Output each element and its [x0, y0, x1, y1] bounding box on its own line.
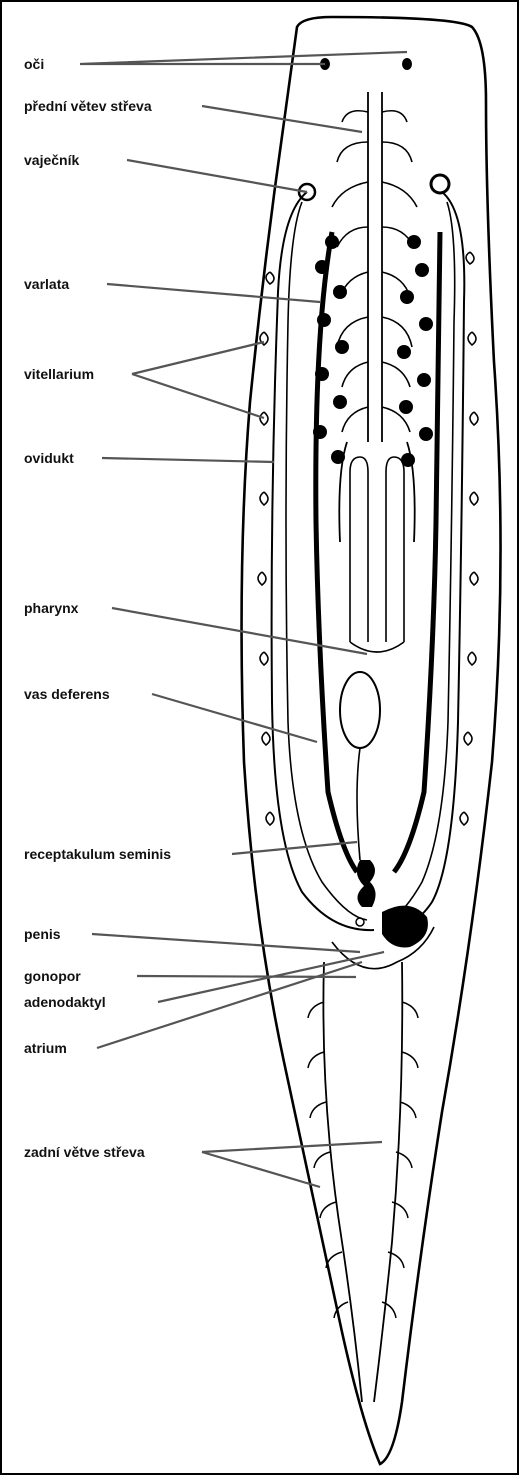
testes	[313, 235, 433, 467]
posterior-gut-right	[374, 962, 402, 1402]
label-zadni-vetve-streva: zadní větve střeva	[24, 1144, 145, 1160]
leader-gonopor	[137, 976, 356, 977]
receptakulum-seminis	[340, 672, 380, 748]
label-adenodaktyl: adenodaktyl	[24, 994, 106, 1010]
label-vitellarium: vitellarium	[24, 366, 94, 382]
leader-oci	[80, 52, 407, 64]
inner-duct-left	[286, 202, 367, 920]
penis	[357, 860, 376, 907]
leader-vas-deferens	[152, 694, 317, 742]
label-penis: penis	[24, 926, 61, 942]
leader-pharynx	[112, 608, 367, 654]
label-varlata: varlata	[24, 276, 69, 292]
label-vajecnik: vaječník	[24, 152, 79, 168]
label-receptakulum-seminis: receptakulum seminis	[24, 846, 171, 862]
leader-zadni-vetve	[202, 1142, 382, 1187]
vas-deferens-left	[316, 232, 357, 872]
leader-vajecnik	[127, 160, 307, 192]
eye-right	[402, 58, 412, 70]
anterior-gut-trunk	[368, 92, 382, 442]
label-gonopor: gonopor	[24, 968, 81, 984]
label-pharynx: pharynx	[24, 600, 78, 616]
label-ovidukt: ovidukt	[24, 450, 74, 466]
pharynx	[350, 457, 404, 652]
leader-atrium	[97, 962, 362, 1048]
leader-ovidukt	[102, 458, 274, 462]
label-oci: oči	[24, 56, 44, 72]
anterior-gut-branches	[332, 111, 417, 432]
label-predni-vetev-streva: přední větev střeva	[24, 98, 152, 114]
gonopor	[356, 918, 364, 926]
vas-deferens-right	[394, 232, 440, 872]
leader-varlata	[107, 284, 320, 302]
adenodaktyl	[382, 906, 428, 948]
label-vas-deferens: vas deferens	[24, 686, 110, 702]
leader-vitellarium	[132, 342, 264, 418]
receptakulum-duct	[357, 748, 360, 860]
ovary-right	[431, 175, 449, 193]
leader-lines	[80, 52, 407, 1187]
leader-penis	[92, 934, 360, 952]
label-atrium: atrium	[24, 1040, 67, 1056]
ovidukt-right	[382, 192, 464, 930]
